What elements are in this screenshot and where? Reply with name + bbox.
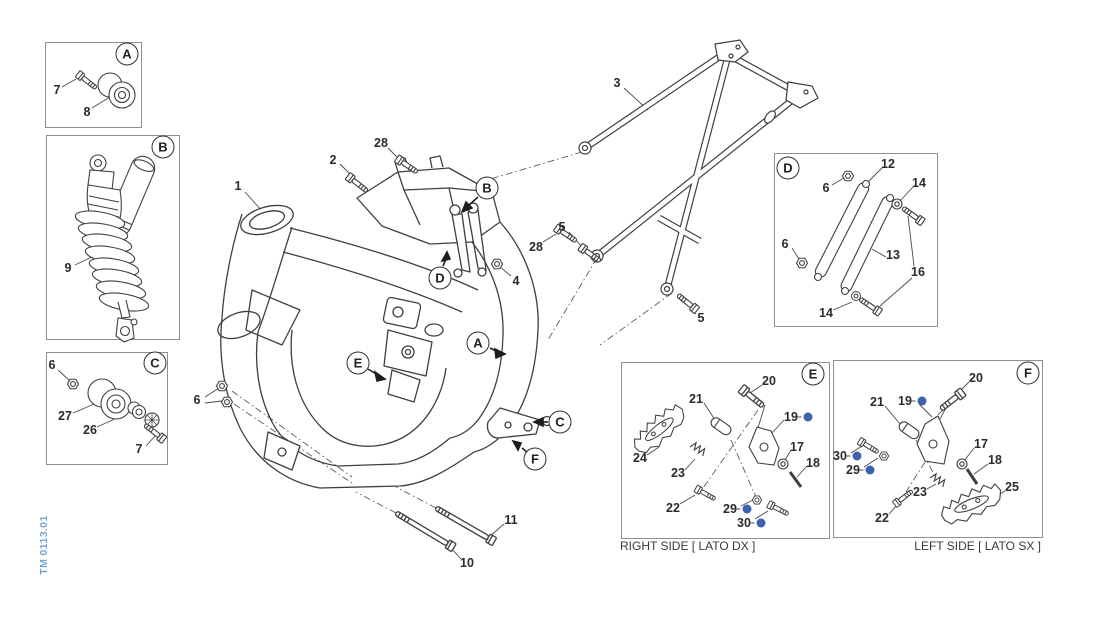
frame-ref-marker-e: E [346, 351, 370, 375]
caption-right-side: RIGHT SIDE [ LATO DX ] [620, 539, 756, 553]
part-number-label: 10 [460, 556, 474, 570]
part-number-label: 21 [689, 392, 703, 406]
part-number-label: 28 [529, 240, 543, 254]
detail-box-f [833, 360, 1043, 538]
frame-ref-marker-a: A [466, 331, 490, 355]
detail-marker-a: A [115, 42, 139, 66]
detail-marker-e: E [801, 362, 825, 386]
part-number-label: 19 [784, 410, 798, 424]
frame-ref-marker-f: F [523, 447, 547, 471]
part-number-label: 30 [737, 516, 751, 530]
highlight-dot [859, 465, 875, 475]
part-number-label: 2 [329, 153, 337, 167]
part-number-label: 20 [762, 374, 776, 388]
detail-marker-c: C [143, 351, 167, 375]
part-number-label: 6 [822, 181, 830, 195]
detail-marker-b: B [151, 135, 175, 159]
part-number-label: 14 [912, 176, 926, 190]
part-number-label: 17 [790, 440, 804, 454]
part-number-label: 6 [781, 237, 789, 251]
part-number-label: 21 [870, 395, 884, 409]
part-number-label: 3 [613, 76, 621, 90]
highlight-dot [797, 412, 813, 422]
part-number-label: 24 [633, 451, 647, 465]
frame-ref-marker-d: D [428, 266, 452, 290]
detail-marker-d: D [776, 156, 800, 180]
part-number-label: 8 [83, 105, 91, 119]
drawing-code: TM 0113.01 [38, 515, 50, 575]
part-number-label: 6 [193, 393, 201, 407]
part-number-label: 18 [988, 453, 1002, 467]
highlight-dot [736, 504, 752, 514]
detail-box-b [46, 135, 180, 340]
part-number-label: 7 [135, 442, 143, 456]
part-number-label: 28 [374, 136, 388, 150]
part-number-label: 1 [234, 179, 242, 193]
part-number-label: 7 [53, 83, 61, 97]
part-number-label: 20 [969, 371, 983, 385]
part-number-label: 17 [974, 437, 988, 451]
part-number-label: 23 [671, 466, 685, 480]
part-number-label: 19 [898, 394, 912, 408]
part-number-label: 22 [875, 511, 889, 525]
part-number-label: 9 [64, 261, 72, 275]
part-number-label: 4 [512, 274, 520, 288]
part-number-label: 25 [1005, 480, 1019, 494]
part-number-label: 30 [833, 449, 847, 463]
part-number-label: 16 [911, 265, 925, 279]
detail-marker-f: F [1016, 361, 1040, 385]
main-frame [217, 155, 553, 489]
part-number-label: 11 [504, 513, 518, 527]
part-number-label: 5 [558, 220, 566, 234]
part-number-label: 18 [806, 456, 820, 470]
part-number-label: 6 [48, 358, 56, 372]
part-number-label: 23 [913, 485, 927, 499]
frame-ref-marker-b: B [475, 176, 499, 200]
part-number-label: 13 [886, 248, 900, 262]
highlight-dot [750, 518, 766, 528]
part-number-label: 29 [846, 463, 860, 477]
highlight-dot [911, 396, 927, 406]
frame-ref-marker-c: C [548, 410, 572, 434]
part-number-label: 27 [58, 409, 72, 423]
part-number-label: 12 [881, 157, 895, 171]
caption-left-side: LEFT SIDE [ LATO SX ] [914, 539, 1041, 553]
part-number-label: 5 [697, 311, 705, 325]
part-number-label: 29 [723, 502, 737, 516]
marker-arrows [367, 196, 548, 453]
part-number-label: 26 [83, 423, 97, 437]
highlight-dot [846, 451, 862, 461]
part-number-label: 14 [819, 306, 833, 320]
part-number-label: 22 [666, 501, 680, 515]
